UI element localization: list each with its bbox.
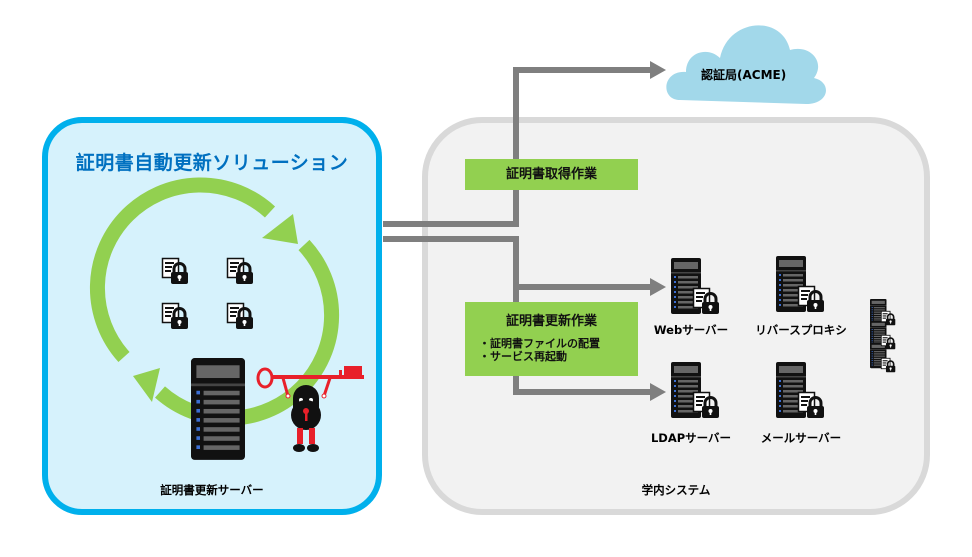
task-renew-box: 証明書更新作業 ・証明書ファイルの配置 ・サービス再起動 [465, 302, 638, 376]
cycle-arrowhead-top [262, 214, 298, 244]
server-stack-icon [870, 299, 897, 374]
certificate-lock-icon [161, 302, 190, 331]
campus-system-label: 学内システム [641, 483, 711, 497]
cycle-arrowhead-bottom [133, 368, 160, 402]
lock-mascot-icon [256, 366, 364, 452]
arrowhead-web [650, 278, 666, 296]
task-acquire-box: 証明書取得作業 [465, 159, 638, 190]
solution-title: 証明書自動更新ソリューション [75, 152, 349, 174]
cloud-ca [666, 25, 826, 104]
certificate-lock-icon [226, 257, 255, 286]
certificate-lock-icon [161, 257, 190, 286]
web-server-label: Webサーバー [653, 323, 729, 337]
ca-label: 認証局(ACME) [701, 68, 787, 82]
web-server-icon [671, 258, 721, 316]
arrowhead-ca [650, 61, 666, 79]
certificate-lock-icon [226, 302, 255, 331]
arrowhead-ldap [650, 383, 666, 401]
task-renew-title: 証明書更新作業 [505, 314, 597, 329]
mail-server-icon [776, 362, 826, 420]
task-acquire-title: 証明書取得作業 [505, 167, 597, 182]
renewal-server-icon [191, 358, 245, 460]
ldap-server-icon [671, 362, 721, 420]
mail-server-label: メールサーバー [760, 431, 842, 445]
reverse-proxy-icon [776, 256, 826, 314]
task-renew-list: ・証明書ファイルの配置 ・サービス再起動 [465, 337, 638, 363]
task-renew-item: ・サービス再起動 [479, 350, 567, 363]
renewal-server-label: 証明書更新サーバー [160, 483, 264, 497]
task-renew-item: ・証明書ファイルの配置 [479, 337, 600, 350]
reverse-proxy-label: リバースプロキシ [755, 323, 847, 337]
ldap-server-label: LDAPサーバー [650, 431, 732, 445]
